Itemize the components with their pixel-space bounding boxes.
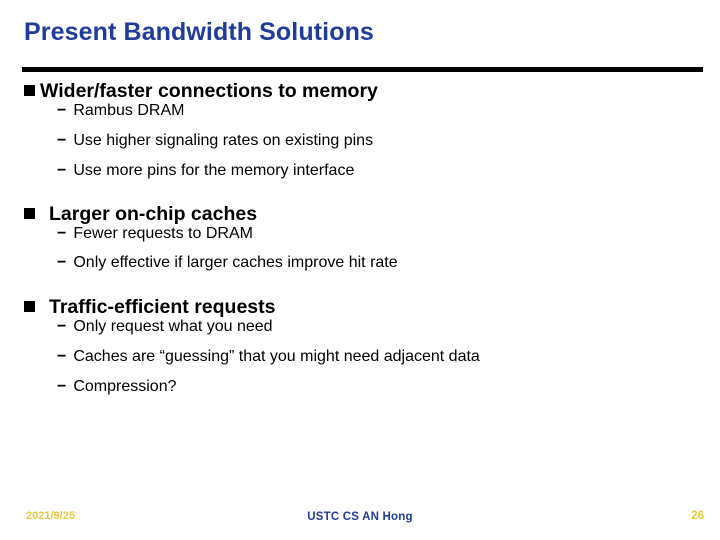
bullet-heading-label: Wider/faster connections to memory — [40, 80, 378, 102]
footer-page-number: 26 — [691, 510, 704, 522]
bullet-heading-label: Traffic-efficient requests — [49, 295, 276, 318]
sub-bullet-label: Fewer requests to DRAM — [73, 225, 253, 243]
slide-body: Wider/faster connections to memory − Ram… — [0, 80, 720, 396]
sub-bullet: − Only request what you need — [0, 318, 720, 336]
bullet-heading-1: Wider/faster connections to memory — [0, 80, 720, 102]
sub-bullet: − Caches are “guessing” that you might n… — [0, 348, 720, 366]
bullet-group-3: Traffic-efficient requests − Only reques… — [0, 296, 720, 396]
dash-bullet-icon: − — [57, 132, 67, 150]
dash-bullet-icon: − — [57, 254, 67, 272]
bullet-heading-3: Traffic-efficient requests — [0, 296, 720, 318]
page-title: Present Bandwidth Solutions — [24, 18, 374, 46]
sub-bullet: − Compression? — [0, 378, 720, 396]
dash-bullet-icon: − — [57, 348, 67, 366]
sub-bullet-label: Use more pins for the memory interface — [73, 162, 355, 180]
dash-bullet-icon: − — [57, 162, 67, 180]
dash-bullet-icon: − — [57, 378, 67, 395]
dash-bullet-icon: − — [57, 225, 67, 243]
sub-bullet: − Fewer requests to DRAM — [0, 225, 720, 243]
sub-bullet: − Rambus DRAM — [0, 102, 720, 120]
bullet-group-1: Wider/faster connections to memory − Ram… — [0, 80, 720, 180]
sub-bullet-label: Only effective if larger caches improve … — [73, 254, 398, 272]
bullet-heading-2: Larger on-chip caches — [0, 203, 720, 225]
sub-bullet-label: Compression? — [73, 378, 177, 395]
square-bullet-icon — [24, 207, 35, 219]
dash-bullet-icon: − — [57, 102, 67, 120]
footer-date: 2021/9/25 — [26, 510, 75, 522]
footer-author: USTC CS AN Hong — [307, 511, 413, 523]
sub-bullet-label: Use higher signaling rates on existing p… — [73, 132, 374, 150]
dash-bullet-icon: − — [57, 318, 67, 336]
sub-bullet: − Use higher signaling rates on existing… — [0, 132, 720, 150]
title-divider — [22, 67, 703, 72]
sub-bullet-label: Caches are “guessing” that you might nee… — [73, 348, 480, 366]
square-bullet-icon — [24, 300, 35, 312]
bullet-heading-label: Larger on-chip caches — [49, 202, 258, 225]
sub-bullet-label: Only request what you need — [73, 318, 273, 336]
sub-bullet: − Use more pins for the memory interface — [0, 162, 720, 180]
bullet-group-2: Larger on-chip caches − Fewer requests t… — [0, 203, 720, 272]
sub-bullet: − Only effective if larger caches improv… — [0, 254, 720, 272]
square-bullet-icon — [24, 85, 35, 96]
sub-bullet-label: Rambus DRAM — [73, 102, 185, 120]
